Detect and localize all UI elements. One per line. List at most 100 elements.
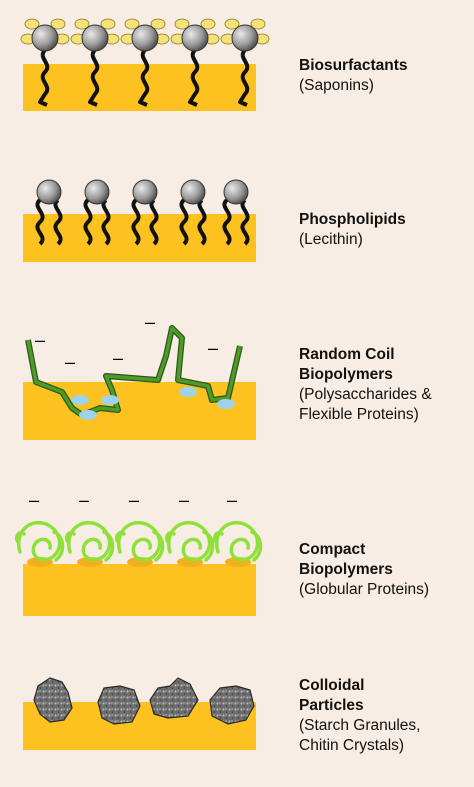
hydrophobic-tail: [35, 198, 45, 246]
polymer-chain: [26, 326, 242, 417]
hydrophilic-head: [81, 24, 109, 52]
hydrophobic-tail: [149, 198, 159, 246]
charge-label: –: [65, 352, 75, 372]
panel-subtitle: (Starch Granules,Chitin Crystals): [299, 717, 421, 754]
phospholipid-molecule: [179, 179, 207, 246]
hydrophobic-tail: [101, 198, 111, 246]
folded-chain: [64, 520, 115, 562]
charge-label: –: [145, 312, 155, 332]
sugar-group: [224, 18, 240, 30]
panel-subtitle: (Lecithin): [299, 231, 363, 248]
saponin-molecule: [220, 18, 270, 107]
panel-subtitle: (Polysaccharides &Flexible Proteins): [299, 386, 432, 423]
hydrophobic-tail: [88, 48, 100, 107]
hydrophobic-tail: [83, 198, 93, 246]
hydrophobic-tail: [222, 198, 232, 246]
oil-droplet-surface: [23, 564, 256, 616]
hydrophilic-head: [181, 24, 209, 52]
colloidal-particle: [209, 685, 255, 725]
panel-subtitle: (Globular Proteins): [299, 581, 430, 598]
compact-biopolymers-illustration: –––––: [14, 490, 263, 616]
phospholipid-molecule: [222, 179, 250, 246]
charge-label: –: [29, 490, 39, 510]
charge-label: –: [179, 490, 189, 510]
charge-label: –: [208, 338, 218, 358]
colloidal-particle: [33, 677, 73, 723]
adsorbed-segment: [79, 410, 97, 420]
globular-protein: –: [164, 490, 215, 567]
panel-phospholipids: Phospholipids (Lecithin): [0, 150, 474, 300]
folded-chain: [14, 520, 65, 562]
adsorbed-segment: [101, 395, 119, 405]
hydrophilic-head: [36, 179, 62, 205]
particle-body: [149, 677, 199, 719]
colloidal-particles-illustration: [23, 677, 256, 750]
charge-label: –: [79, 490, 89, 510]
hydrophilic-head: [132, 179, 158, 205]
charge-label: –: [129, 490, 139, 510]
adsorbed-segment: [71, 395, 89, 405]
hydrophobic-tail: [188, 48, 200, 107]
biosurfactants-illustration: [20, 18, 270, 111]
colloidal-particle: [97, 685, 141, 725]
sugar-group: [74, 18, 90, 30]
sugar-group: [50, 18, 66, 30]
phospholipids-illustration: [23, 179, 256, 262]
sugar-group: [200, 18, 216, 30]
hydrophilic-head: [223, 179, 249, 205]
folded-chain: [212, 520, 263, 562]
sugar-group: [100, 18, 116, 30]
adsorbed-segment: [179, 387, 197, 397]
panel-subtitle: (Saponins): [299, 77, 374, 94]
sugar-group: [124, 18, 140, 30]
particle-body: [209, 685, 255, 725]
hydrophilic-head: [31, 24, 59, 52]
hydrophobic-tail: [238, 48, 250, 107]
hydrophilic-head: [231, 24, 259, 52]
adsorbed-segment: [217, 399, 235, 409]
hydrophobic-tail: [240, 198, 250, 246]
colloidal-particle: [149, 677, 199, 719]
phospholipid-molecule: [35, 179, 63, 246]
hydrophilic-head: [84, 179, 110, 205]
folded-chain: [164, 520, 215, 562]
charge-label: –: [35, 330, 45, 350]
hydrophilic-head: [180, 179, 206, 205]
random-coil-illustration: –––––: [23, 312, 256, 440]
phospholipid-molecule: [131, 179, 159, 246]
phospholipid-molecule: [83, 179, 111, 246]
hydrophobic-tail: [179, 198, 189, 246]
globular-protein: –: [64, 490, 115, 567]
sugar-group: [250, 18, 266, 30]
saponin-molecule: [70, 18, 120, 107]
label-phospholipids: Phospholipids (Lecithin): [299, 210, 406, 250]
hydrophilic-head: [131, 24, 159, 52]
charge-label: –: [113, 348, 123, 368]
panel-biosurfactants: Biosurfactants (Saponins): [0, 0, 474, 150]
sugar-group: [150, 18, 166, 30]
folded-chain: [114, 520, 165, 562]
panel-title: Phospholipids: [299, 211, 406, 228]
sugar-group: [24, 18, 40, 30]
saponin-molecule: [20, 18, 70, 107]
globular-protein: –: [14, 490, 65, 567]
hydrophobic-tail: [38, 48, 50, 107]
globular-protein: –: [212, 490, 263, 567]
globular-protein: –: [114, 490, 165, 567]
panel-title: Biosurfactants: [299, 57, 408, 74]
charge-label: –: [227, 490, 237, 510]
particle-body: [33, 677, 73, 723]
label-biosurfactants: Biosurfactants (Saponins): [299, 56, 408, 96]
sugar-group: [174, 18, 190, 30]
saponin-molecule: [120, 18, 170, 107]
hydrophobic-tail: [138, 48, 150, 107]
